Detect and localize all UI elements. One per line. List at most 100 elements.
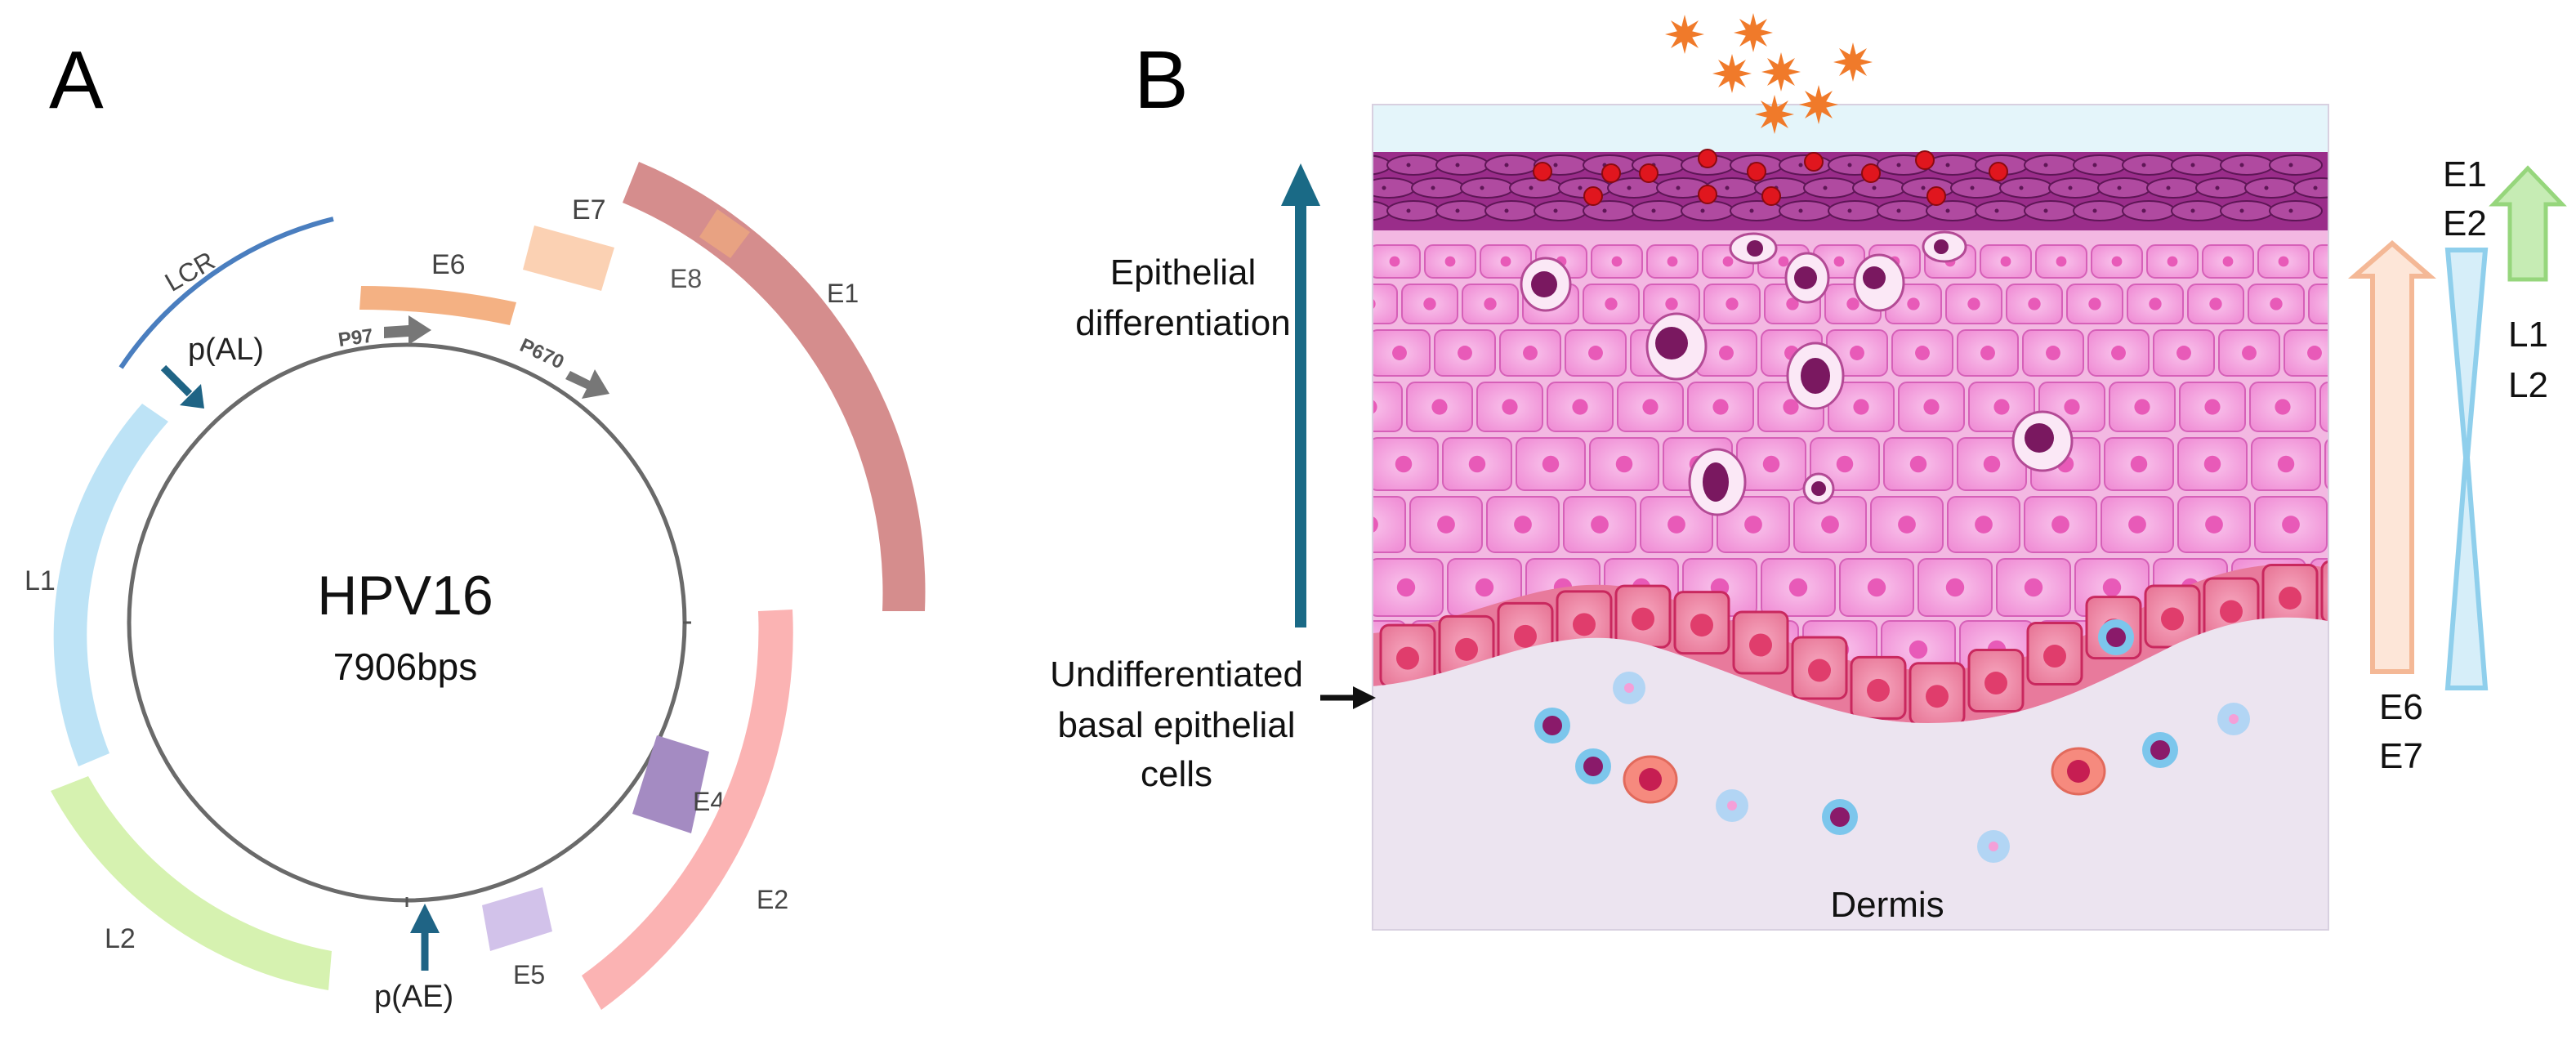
virion [1799, 85, 1838, 124]
cornified-cell [2293, 177, 2328, 199]
cornified-cells [1373, 149, 2328, 221]
cornified-cell [1950, 177, 2004, 199]
e8-label: E8 [670, 264, 702, 293]
cornified-cell [1484, 200, 1538, 221]
epithelial-cell [1486, 496, 1560, 553]
red-granule [1761, 186, 1781, 206]
epithelial-cell [2127, 284, 2184, 324]
dermis [1373, 617, 2328, 930]
epithelial-cell [1373, 329, 1431, 377]
red-granule [1747, 162, 1766, 181]
e5-block [482, 887, 552, 951]
cornified-cell [1373, 177, 1416, 199]
epithelial-cell [1434, 329, 1496, 377]
epithelial-cell [1409, 496, 1483, 553]
e8-block [699, 209, 750, 258]
red-granule [1533, 162, 1552, 181]
epithelial-cell [1917, 558, 1993, 617]
basal-cell [1732, 610, 1789, 675]
basal-label-line3: cells [1141, 754, 1212, 794]
cornified-cell [2073, 200, 2127, 221]
red-granule [1698, 149, 1717, 168]
epithelial-cell [1373, 382, 1403, 432]
koilocyte [1853, 253, 1905, 312]
cornified-cell [2073, 154, 2127, 176]
epithelial-cell [2202, 244, 2254, 279]
e1-label: E1 [827, 279, 859, 308]
basal-cell [2261, 563, 2319, 627]
basal-label-line1: Undifferentiated [1050, 654, 1303, 694]
epithelial-cell [1883, 437, 1953, 491]
virions [1665, 13, 1873, 134]
epithelial-cell [1717, 496, 1790, 553]
e1-arc [623, 162, 926, 611]
cornified-cell [2146, 177, 2200, 199]
basal-cell [2026, 622, 2083, 686]
epithelial-cell [1476, 382, 1543, 432]
epithelial-cell [2319, 382, 2328, 432]
red-granule [1698, 185, 1717, 204]
cornified-cell [1386, 200, 1440, 221]
epithelial-cell [1583, 284, 1640, 324]
epithelial-cell [1898, 382, 1965, 432]
cornified-cell [2269, 154, 2323, 176]
epithelial-cell [2153, 329, 2215, 377]
pal-arrow-head [180, 384, 204, 409]
epithelial-cell [1687, 382, 1754, 432]
epithelial-cell [2248, 284, 2305, 324]
epithelial-cell [1373, 496, 1406, 553]
cornified-cell [1509, 177, 1563, 199]
epithelial-cell [2257, 244, 2310, 279]
cornified-cell [1484, 154, 1538, 176]
lcr-arc [118, 217, 334, 369]
epithelial-cell [1617, 382, 1684, 432]
epithelial-cell [1563, 496, 1636, 553]
epithelial-cell [1736, 437, 1806, 491]
epithelial-cell [1565, 329, 1627, 377]
epithelial-cell [2177, 496, 2251, 553]
epithelial-cell [2104, 437, 2174, 491]
p97-label: P97 [337, 324, 374, 351]
pal-arrow-shaft [160, 364, 193, 397]
cornified-cell [2048, 177, 2102, 199]
cornified-cell [1975, 200, 2029, 221]
e7-block [523, 226, 614, 291]
basal-cell [1556, 590, 1613, 654]
koilocyte [1688, 448, 1747, 516]
basal-cell [1850, 655, 1907, 720]
epithelial-cell [1499, 329, 1561, 377]
epithelial-cell [2006, 284, 2063, 324]
epithelial-cell [2187, 284, 2244, 324]
basal-cell [1379, 623, 1436, 688]
e6-expression-label: E6 [2379, 687, 2423, 727]
cornified-cell [2122, 200, 2176, 221]
epithelial-cell [1373, 558, 1444, 617]
cornified-cell [2269, 200, 2323, 221]
mast-cell [1623, 755, 1678, 804]
cornified-cell [2244, 177, 2298, 199]
epithelial-cell [2066, 284, 2123, 324]
epithelial-label-line2: differentiation [1075, 303, 1290, 343]
epithelial-cell [2284, 329, 2328, 377]
red-granule [1804, 152, 1824, 172]
cornified-cell [2220, 200, 2274, 221]
epithelial-cell [1891, 329, 1953, 377]
basal-cell [2144, 584, 2201, 649]
epithelial-label-line1: Epithelial [1110, 252, 1257, 293]
e6e7-arrow [2347, 240, 2437, 674]
p670-arrow [565, 369, 609, 399]
l2-expression-label: L2 [2508, 365, 2548, 405]
genome-size: 7906bps [333, 645, 478, 688]
red-granule [1639, 163, 1659, 183]
epithelial-cell [2313, 244, 2328, 279]
epithelial-cell [1589, 437, 1659, 491]
epithelial-cell [1424, 244, 1476, 279]
e6-label: E6 [431, 249, 466, 280]
fibroblast [1613, 672, 1645, 704]
virion [1761, 52, 1801, 92]
epithelial-cell [1646, 244, 1699, 279]
e2-expression-label: E2 [2443, 203, 2487, 243]
virion [1712, 54, 1752, 93]
cornified-cell [2195, 177, 2249, 199]
p670-label: P670 [516, 334, 567, 373]
